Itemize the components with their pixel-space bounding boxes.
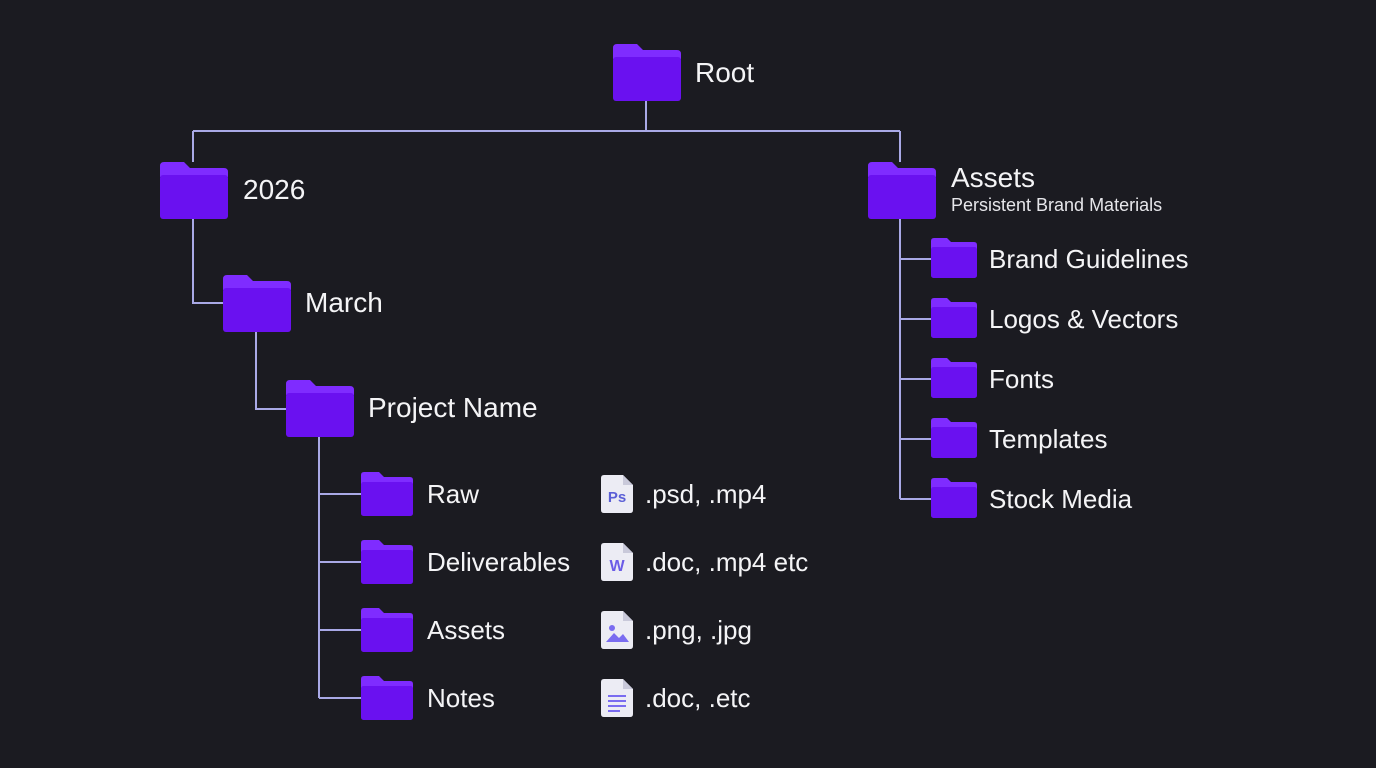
folder-icon-brand-guidelines[interactable] <box>931 238 977 278</box>
image-file-icon <box>601 611 633 649</box>
folder-icon-deliverables[interactable] <box>361 540 413 584</box>
folder-icon-march[interactable] <box>223 275 291 332</box>
folder-icon-notes[interactable] <box>361 676 413 720</box>
connector-march-project <box>255 331 287 410</box>
folder-label-march: March <box>305 287 383 318</box>
folder-label-brand-guidelines: Brand Guidelines <box>989 244 1189 274</box>
connector-assets-children <box>899 218 932 500</box>
connector-root-branch <box>192 100 901 162</box>
folder-icon-2026[interactable] <box>160 162 228 219</box>
photoshop-file-icon-text: Ps <box>608 489 626 506</box>
folder-icon-logos-vectors[interactable] <box>931 298 977 338</box>
folder-icon-fonts[interactable] <box>931 358 977 398</box>
folder-label-deliverables: Deliverables <box>427 547 571 577</box>
folder-label-project: Project Name <box>368 392 538 423</box>
folder-label-assets: Assets <box>951 162 1036 193</box>
folder-icon-assets[interactable] <box>868 162 936 219</box>
folder-label-assets-project: Assets <box>427 615 506 645</box>
folder-label-templates: Templates <box>989 424 1108 454</box>
folder-icon-project[interactable] <box>286 380 354 437</box>
file-types-assets: .png, .jpg <box>645 615 752 645</box>
text-file-icon <box>601 679 633 717</box>
word-file-icon: W <box>601 543 633 581</box>
folder-icon-assets-project[interactable] <box>361 608 413 652</box>
file-types-deliverables: .doc, .mp4 etc <box>645 547 809 577</box>
folder-label-raw: Raw <box>427 479 480 509</box>
folder-icon-root[interactable] <box>613 44 681 101</box>
folder-label-stock-media: Stock Media <box>989 484 1133 514</box>
photoshop-file-icon: Ps <box>601 475 633 513</box>
file-types-notes: .doc, .etc <box>645 683 751 713</box>
file-types-raw: .psd, .mp4 <box>645 479 767 509</box>
folder-icon-templates[interactable] <box>931 418 977 458</box>
folder-label-fonts: Fonts <box>989 364 1055 394</box>
folder-label-2026: 2026 <box>243 174 306 205</box>
folder-subtitle-assets: Persistent Brand Materials <box>951 195 1163 215</box>
folder-label-root: Root <box>695 57 755 88</box>
folder-icon-raw[interactable] <box>361 472 413 516</box>
folder-label-notes: Notes <box>427 683 495 713</box>
connector-2026-march <box>192 218 224 304</box>
folder-label-logos-vectors: Logos & Vectors <box>989 304 1179 334</box>
connector-project-children <box>318 435 362 699</box>
folder-icon-stock-media[interactable] <box>931 478 977 518</box>
word-file-icon-text: W <box>609 558 625 575</box>
